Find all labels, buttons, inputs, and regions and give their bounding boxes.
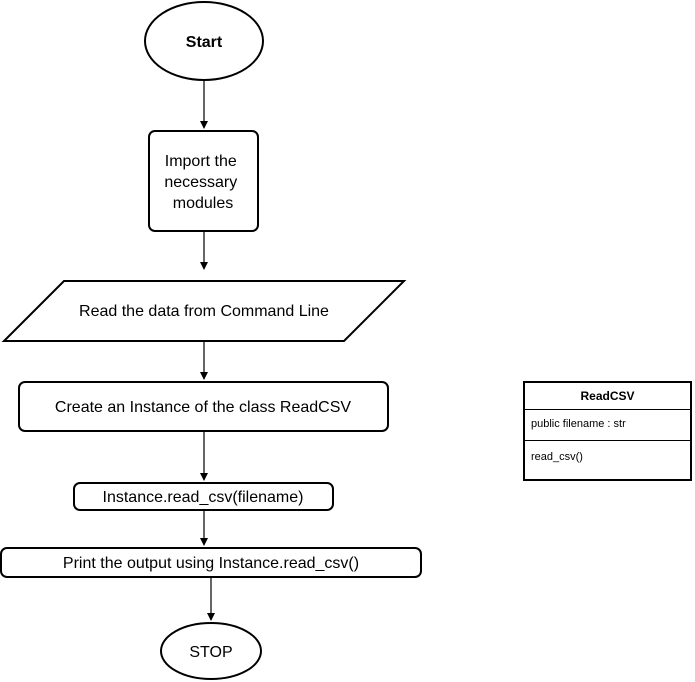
start-label: Start bbox=[186, 34, 223, 51]
start-terminator: Start bbox=[144, 1, 264, 81]
import-label-line-3: modules bbox=[173, 195, 233, 212]
stop-label: STOP bbox=[189, 644, 232, 661]
print-output-process: Print the output using Instance.read_csv… bbox=[0, 547, 422, 578]
print-output-label: Print the output using Instance.read_csv… bbox=[63, 555, 359, 572]
class-attribute: public filename : str bbox=[525, 410, 690, 441]
call-method-process: Instance.read_csv(filename) bbox=[73, 482, 334, 511]
read-input-label: Read the data from Command Line bbox=[79, 303, 329, 320]
stop-terminator: STOP bbox=[160, 622, 262, 680]
read-input-io: Read the data from Command Line bbox=[1, 280, 407, 342]
class-method: read_csv() bbox=[531, 451, 583, 463]
class-name: ReadCSV bbox=[525, 383, 690, 410]
import-modules-process: Import the necessary modules bbox=[148, 130, 259, 232]
create-instance-process: Create an Instance of the class ReadCSV bbox=[18, 381, 389, 432]
call-method-label: Instance.read_csv(filename) bbox=[103, 489, 304, 506]
import-label: Import the necessary modules bbox=[164, 153, 241, 212]
import-label-line-2: necessary bbox=[164, 174, 237, 191]
class-readcsv-box: ReadCSV public filename : str read_csv() bbox=[523, 381, 692, 481]
import-label-line-1: Import the bbox=[165, 153, 237, 170]
create-instance-label: Create an Instance of the class ReadCSV bbox=[55, 399, 351, 416]
